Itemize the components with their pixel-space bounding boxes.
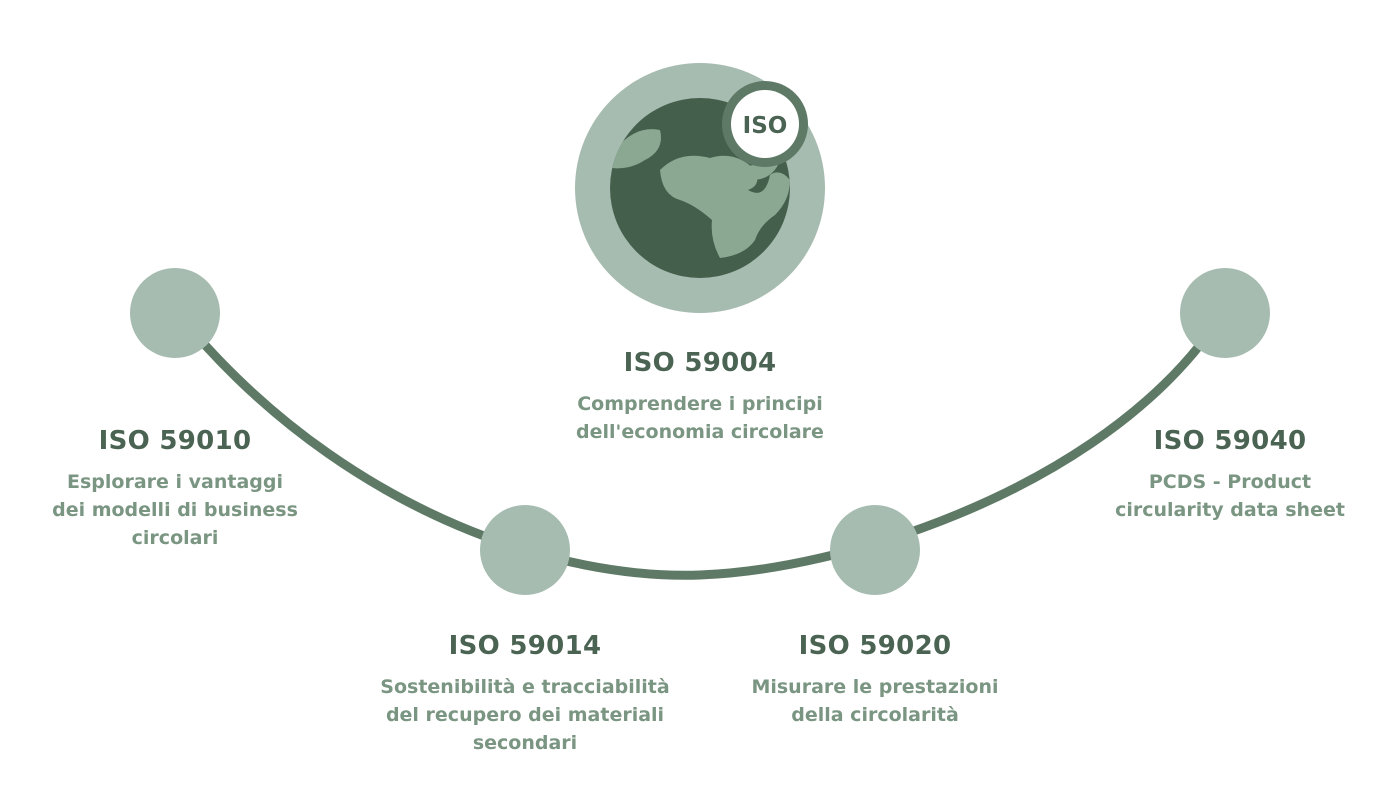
standard-description: Esplorare i vantaggi dei modelli di busi… <box>52 471 298 549</box>
standard-code: ISO 59004 <box>623 348 777 378</box>
globe-land <box>612 129 790 258</box>
standard-code: ISO 59020 <box>798 631 952 661</box>
node-iso-59040 <box>1180 268 1270 358</box>
node-iso-59014 <box>480 505 570 595</box>
land-mass-arabia <box>740 163 778 180</box>
standard-description: PCDS - Product circularity data sheet <box>1115 471 1345 521</box>
node-iso-59020 <box>830 505 920 595</box>
standard-code: ISO 59040 <box>1153 426 1307 456</box>
land-mass-left <box>612 129 661 169</box>
label-iso-59004: ISO 59004 Comprendere i principi dell'ec… <box>530 348 870 446</box>
standard-description: Comprendere i principi dell'economia cir… <box>576 393 824 443</box>
arc-path <box>200 340 1205 580</box>
standard-description: Misurare le prestazioni della circolarit… <box>751 676 999 726</box>
label-iso-59010: ISO 59010 Esplorare i vantaggi dei model… <box>20 426 330 552</box>
label-iso-59020: ISO 59020 Misurare le prestazioni della … <box>715 631 1035 729</box>
node-iso-59010 <box>130 268 220 358</box>
land-mass-europe-africa <box>660 155 790 258</box>
standard-code: ISO 59010 <box>98 426 252 456</box>
standard-code: ISO 59014 <box>448 631 602 661</box>
iso-badge-fill <box>731 90 799 158</box>
label-iso-59040: ISO 59040 PCDS - Product circularity dat… <box>1080 426 1380 524</box>
label-iso-59014: ISO 59014 Sostenibilità e tracciabilità … <box>355 631 695 757</box>
standard-description: Sostenibilità e tracciabilità del recupe… <box>380 676 670 754</box>
iso-badge-text: ISO <box>743 113 788 139</box>
